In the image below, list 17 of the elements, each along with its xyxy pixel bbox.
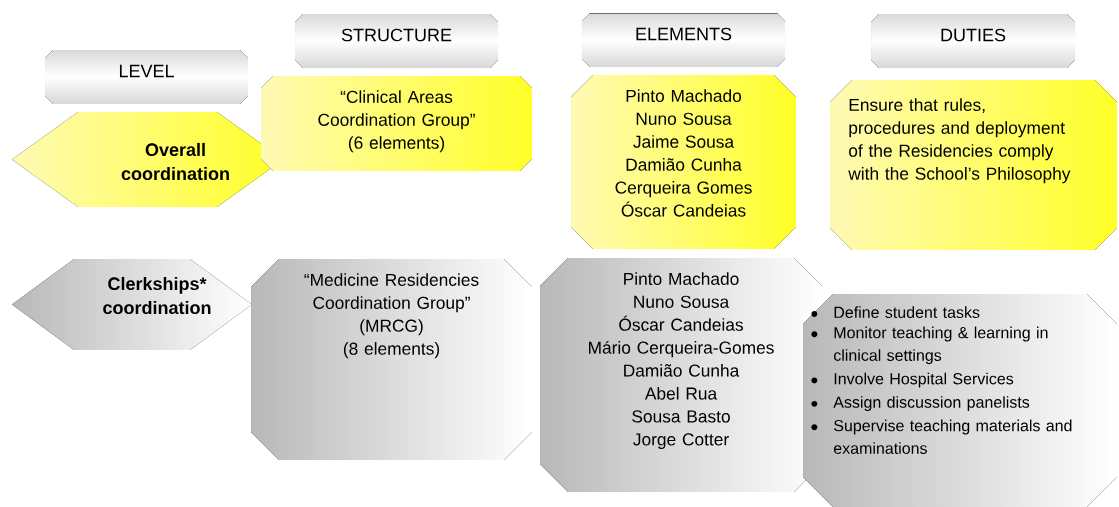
duties-box: Ensure that rules, procedures and deployment of the Residencies comply with the School’s Philosophy xyxy=(830,80,1117,250)
list-item: Supervise teaching materials and examinations xyxy=(833,419,1072,454)
structure-box: Pinto Machado Nuno Sousa Jaime Sousa Damião Cunha Cerqueira Gomes Óscar Candeias xyxy=(571,75,796,249)
list-item: Involve Hospital Services xyxy=(834,372,1014,388)
column-header: LEVEL xyxy=(45,50,248,104)
list-item: Monitor teaching & learning in clinical settings xyxy=(833,326,1048,365)
column-header: ELEMENTS xyxy=(582,13,785,67)
list-item: Assign discussion panelists xyxy=(833,396,1030,412)
structure-box: Pinto Machado Nuno Sousa Óscar Candeias Mário Cerqueira-Gomes Damião Cunha Abel Rua Sousa Basto Jorge Cotter xyxy=(540,258,822,492)
level-hexagon: Overall coordination xyxy=(12,112,283,207)
list-item: Define student tasks xyxy=(834,306,980,318)
structure-box: “Medicine Residencies Coordination Group” (MRCG) (8 elements) xyxy=(251,259,532,460)
column-header: DUTIES xyxy=(871,14,1075,68)
level-hexagon: Clerkships* coordination xyxy=(12,259,252,350)
column-header: STRUCTURE xyxy=(295,14,498,68)
structure-box: “Clinical Areas Coordination Group” (6 elements) xyxy=(261,76,532,171)
duties-box xyxy=(803,294,1117,507)
